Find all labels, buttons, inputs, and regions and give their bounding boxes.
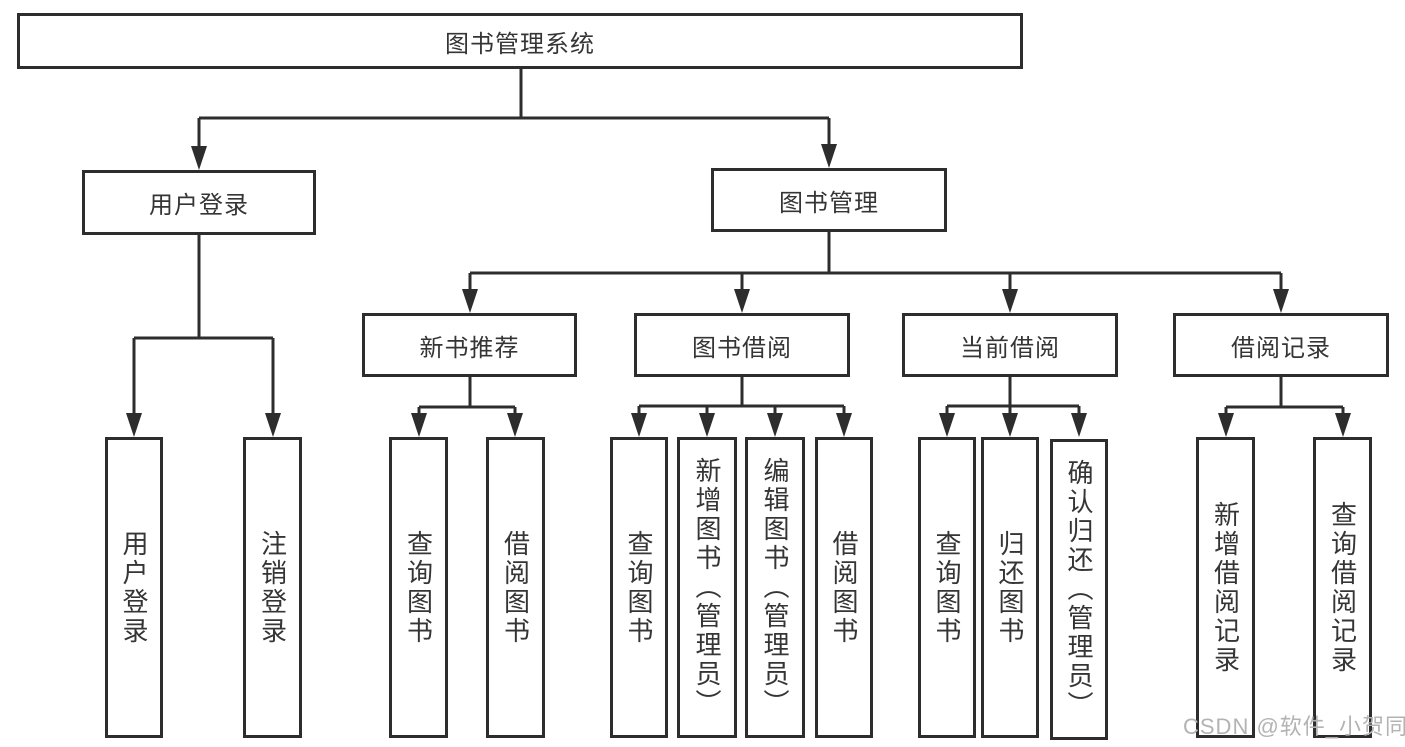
watermark: CSDN @软件_小贺同学 [1183, 714, 1405, 739]
leaf-user-login: 用户登录 [105, 437, 163, 738]
node-book-borrowing: 图书借阅 [634, 313, 850, 377]
node-book-management-system: 图书管理系统 [17, 13, 1023, 69]
arrowheads [126, 144, 1351, 437]
leaf-borrow-books-recommend: 借阅图书 [486, 437, 545, 738]
node-current-borrowing: 当前借阅 [902, 313, 1118, 377]
leaf-logout: 注销登录 [243, 437, 302, 738]
leaf-query-books-recommend: 查询图书 [389, 437, 448, 738]
leaf-query-borrow-record: 查询借阅记录 [1313, 437, 1372, 738]
leaf-query-books-current: 查询图书 [918, 437, 976, 738]
leaf-return-books: 归还图书 [981, 437, 1039, 738]
node-user-login: 用户登录 [82, 170, 316, 235]
node-book-management: 图书管理 [711, 168, 947, 232]
leaf-add-borrow-record: 新增借阅记录 [1196, 437, 1255, 738]
node-new-book-recommend: 新书推荐 [362, 313, 577, 377]
leaf-edit-books-admin: 编辑图书（管理员） [745, 437, 805, 738]
leaf-borrow-books-borrowing: 借阅图书 [815, 437, 873, 738]
leaf-query-books-borrowing: 查询图书 [610, 437, 668, 738]
node-borrowing-records: 借阅记录 [1173, 313, 1389, 377]
connector-path [132, 69, 1345, 414]
leaf-add-books-admin: 新增图书（管理员） [677, 437, 737, 738]
leaf-confirm-return-admin: 确认归还（管理员） [1050, 439, 1108, 740]
